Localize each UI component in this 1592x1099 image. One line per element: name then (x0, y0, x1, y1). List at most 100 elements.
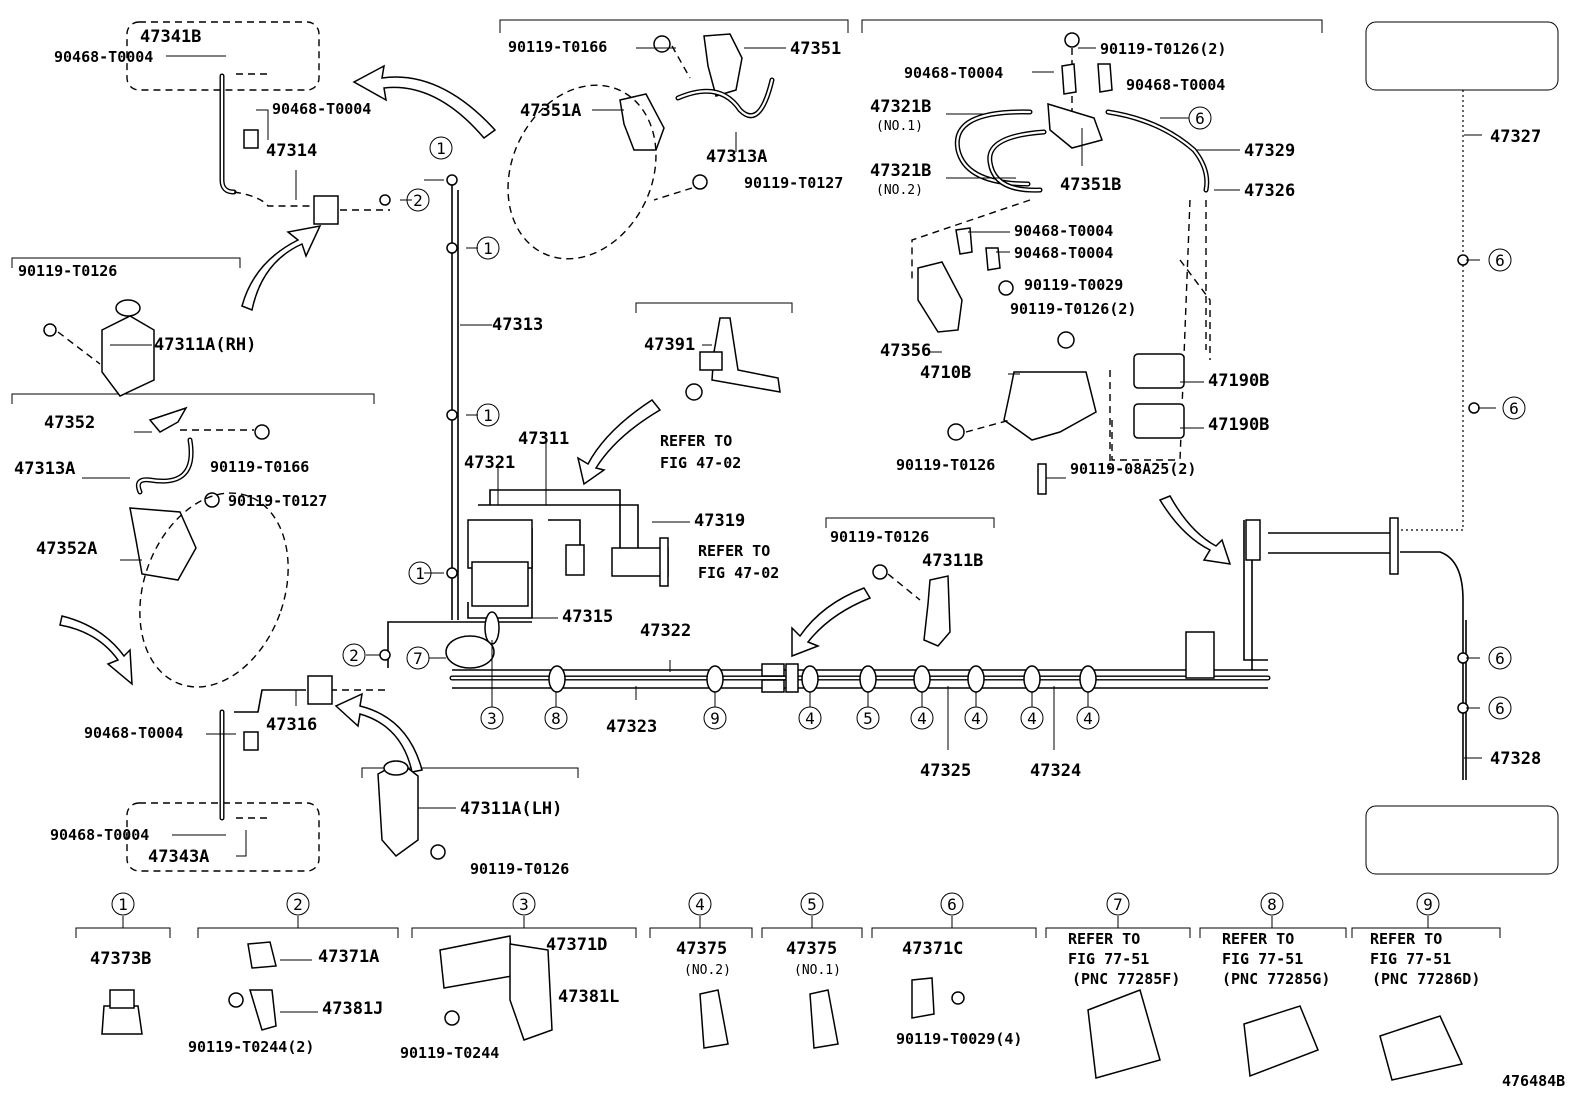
callout-7: 7 (413, 649, 423, 668)
callout-6-d: 6 (1495, 649, 1505, 668)
legend-90119-T0244-2: 90119-T0244(2) (188, 1038, 314, 1056)
label-90119-T0126-mid: 90119-T0126 (830, 528, 929, 546)
ref-refer-to-b: REFER TO (698, 542, 770, 560)
label-47316: 47316 (266, 715, 317, 735)
ref-refer-to-a: REFER TO (660, 432, 732, 450)
callout-circles: 1 1 1 1 2 2 3 4 4 4 4 4 5 6 6 6 6 6 7 8 … (342, 106, 1526, 730)
label-47327: 47327 (1490, 127, 1541, 147)
callout-1-c: 1 (483, 406, 493, 425)
top-right-components (911, 32, 1211, 495)
callout-6-b: 6 (1495, 251, 1505, 270)
label-47319: 47319 (694, 511, 745, 531)
callout-5: 5 (863, 709, 873, 728)
label-47321B-no2: 47321B (870, 161, 931, 181)
callout-1-a: 1 (436, 139, 446, 158)
label-47311A-RH: 47311A(RH) (154, 335, 256, 355)
label-90468-T0004-d: 90468-T0004 (50, 826, 149, 844)
left-tubes (219, 73, 390, 821)
label-4710B: 4710B (920, 363, 971, 383)
legend-callout-6: 6 (947, 895, 957, 914)
label-47329: 47329 (1244, 141, 1295, 161)
callout-3: 3 (487, 709, 497, 728)
ref-fig-47-02-b: FIG 47-02 (698, 564, 779, 582)
label-90119-T0029: 90119-T0029 (1024, 276, 1123, 294)
group-brackets (11, 19, 1323, 778)
legend-callout-2: 2 (293, 895, 303, 914)
legend-7-refer-to: REFER TO (1068, 930, 1140, 948)
callout-4-a: 4 (805, 709, 815, 728)
legend-7-pnc: (PNC 77285F) (1072, 970, 1180, 988)
label-47391: 47391 (644, 335, 695, 355)
label-47326: 47326 (1244, 181, 1295, 201)
legend-7-fig: FIG 77-51 (1068, 950, 1149, 968)
label-47190B-a: 47190B (1208, 371, 1269, 391)
ref-fig-47-02-a: FIG 47-02 (660, 454, 741, 472)
callout-4-c: 4 (971, 709, 981, 728)
legend-90119-T0244: 90119-T0244 (400, 1044, 499, 1062)
callout-2-a: 2 (413, 191, 423, 210)
legend-47381J: 47381J (322, 999, 383, 1019)
label-no1: (NO.1) (876, 119, 923, 134)
legend-47381L: 47381L (558, 987, 619, 1007)
label-90468-T0004-f: 90468-T0004 (1126, 76, 1225, 94)
label-47352A: 47352A (36, 539, 97, 559)
legend-8-refer-to: REFER TO (1222, 930, 1294, 948)
legend-9-pnc: (PNC 77286D) (1372, 970, 1480, 988)
label-47313A-left: 47313A (14, 459, 75, 479)
legend-no1: (NO.1) (794, 963, 841, 978)
leader-lines (82, 47, 1496, 857)
callout-6-a: 6 (1195, 109, 1205, 128)
legend: 1 47373B 2 47371A 47381J 90119-T0244(2) … (90, 892, 1480, 1062)
legend-callout-9: 9 (1423, 895, 1433, 914)
label-90119-T0126-lh: 90119-T0126 (470, 860, 569, 878)
legend-9-refer-to: REFER TO (1370, 930, 1442, 948)
legend-47373B: 47373B (90, 949, 151, 969)
label-47324: 47324 (1030, 761, 1081, 781)
label-47323: 47323 (606, 717, 657, 737)
label-90119-T0126-2-a: 90119-T0126(2) (1100, 40, 1226, 58)
label-90468-T0004-a: 90468-T0004 (54, 48, 153, 66)
legend-callout-7: 7 (1113, 895, 1123, 914)
label-47341B: 47341B (140, 27, 201, 47)
legend-part-shapes (101, 935, 1464, 1081)
label-47322: 47322 (640, 621, 691, 641)
label-47352: 47352 (44, 413, 95, 433)
label-47313A-top: 47313A (706, 147, 767, 167)
label-47328: 47328 (1490, 749, 1541, 769)
label-47356: 47356 (880, 341, 931, 361)
label-90468-T0004-b: 90468-T0004 (272, 100, 371, 118)
label-90468-T0004-c: 90468-T0004 (84, 724, 183, 742)
callout-4-d: 4 (1027, 709, 1037, 728)
label-90119-T0166-left: 90119-T0166 (210, 458, 309, 476)
legend-47375-no1: 47375 (786, 939, 837, 959)
legend-47371D: 47371D (546, 935, 607, 955)
top-center-components (467, 33, 951, 647)
label-90119-T0166-top: 90119-T0166 (508, 38, 607, 56)
label-47315: 47315 (562, 607, 613, 627)
callout-2-b: 2 (349, 646, 359, 665)
label-47313: 47313 (492, 315, 543, 335)
label-90119-T0127-top: 90119-T0127 (744, 174, 843, 192)
callout-6-c: 6 (1509, 399, 1519, 418)
legend-callout-1: 1 (118, 895, 128, 914)
label-no2: (NO.2) (876, 183, 923, 198)
part-labels: 47341B 90468-T0004 90468-T0004 4 7 3 1 4 901… (14, 27, 1541, 878)
left-components (43, 299, 446, 860)
label-47190B-b: 47190B (1208, 415, 1269, 435)
callout-1-b: 1 (483, 239, 493, 258)
label-47311B: 47311B (922, 551, 983, 571)
legend-callout-8: 8 (1267, 895, 1277, 914)
legend-90119-T0029-4: 90119-T0029(4) (896, 1030, 1022, 1048)
label-90119-T0126-2-b: 90119-T0126(2) (1010, 300, 1136, 318)
legend-callout-4: 4 (695, 895, 705, 914)
legend-8-pnc: (PNC 77285G) (1222, 970, 1330, 988)
label-90468-T0004-h: 90468-T0004 (1014, 244, 1113, 262)
callout-9: 9 (710, 709, 720, 728)
wheel-boxes (126, 21, 1559, 875)
legend-callout-3: 3 (519, 895, 529, 914)
label-90119-08A25-2: 90119-08A25(2) (1070, 460, 1196, 478)
label-47311A-LH: 47311A(LH) (460, 799, 562, 819)
label-47321: 47321 (464, 453, 515, 473)
legend-callout-5: 5 (807, 895, 817, 914)
label-47325: 47325 (920, 761, 971, 781)
